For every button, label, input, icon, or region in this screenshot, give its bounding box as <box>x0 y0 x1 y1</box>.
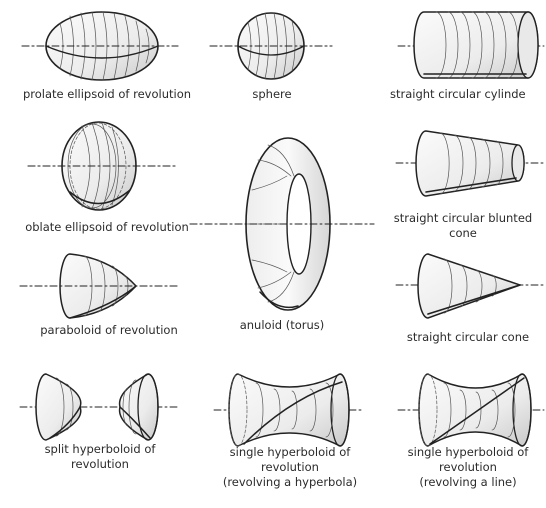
paraboloid-figure <box>20 254 178 318</box>
split-hyperboloid-figure <box>20 374 178 440</box>
hyperboloid-line-figure <box>398 374 544 446</box>
cone-figure <box>396 254 544 318</box>
caption-line: revolution <box>392 460 544 475</box>
cylinder-figure <box>398 12 544 78</box>
sphere-figure <box>210 13 332 79</box>
torus-figure <box>190 138 374 310</box>
caption-oblate: oblate ellipsoid of revolution <box>4 220 210 235</box>
caption-split-hyperboloid: split hyperboloid of revolution <box>22 442 178 472</box>
caption-line: anuloid (torus) <box>220 318 344 333</box>
caption-blunted-cone: straight circular blunted cone <box>380 211 546 241</box>
caption-sphere: sphere <box>220 87 324 102</box>
caption-line: prolate ellipsoid of revolution <box>4 87 210 102</box>
blunted-cone-figure <box>396 131 544 196</box>
caption-paraboloid: paraboloid of revolution <box>14 323 204 338</box>
caption-hyperboloid-line: single hyperboloid of revolution (revolv… <box>392 445 544 490</box>
caption-torus: anuloid (torus) <box>220 318 344 333</box>
prolate-ellipsoid-figure <box>22 12 178 80</box>
caption-hyperboloid-hyperbola: single hyperboloid of revolution (revolv… <box>204 445 376 490</box>
caption-line: paraboloid of revolution <box>14 323 204 338</box>
caption-line: sphere <box>220 87 324 102</box>
caption-cylinder: straight circular cylinde <box>390 87 546 102</box>
caption-line: single hyperboloid of <box>392 445 544 460</box>
caption-line: (revolving a line) <box>392 475 544 490</box>
caption-line: single hyperboloid of <box>204 445 376 460</box>
caption-line: cone <box>380 226 546 241</box>
caption-line: oblate ellipsoid of revolution <box>4 220 210 235</box>
caption-prolate: prolate ellipsoid of revolution <box>4 87 210 102</box>
caption-line: (revolving a hyperbola) <box>204 475 376 490</box>
oblate-ellipsoid-figure <box>28 122 178 210</box>
caption-line: split hyperboloid of <box>22 442 178 457</box>
hyperboloid-hyperbola-figure <box>214 374 364 446</box>
caption-line: straight circular cone <box>392 330 544 345</box>
caption-line: straight circular cylinde <box>390 87 546 102</box>
caption-line: revolution <box>204 460 376 475</box>
caption-line: revolution <box>22 457 178 472</box>
caption-cone: straight circular cone <box>392 330 544 345</box>
caption-line: straight circular blunted <box>380 211 546 226</box>
